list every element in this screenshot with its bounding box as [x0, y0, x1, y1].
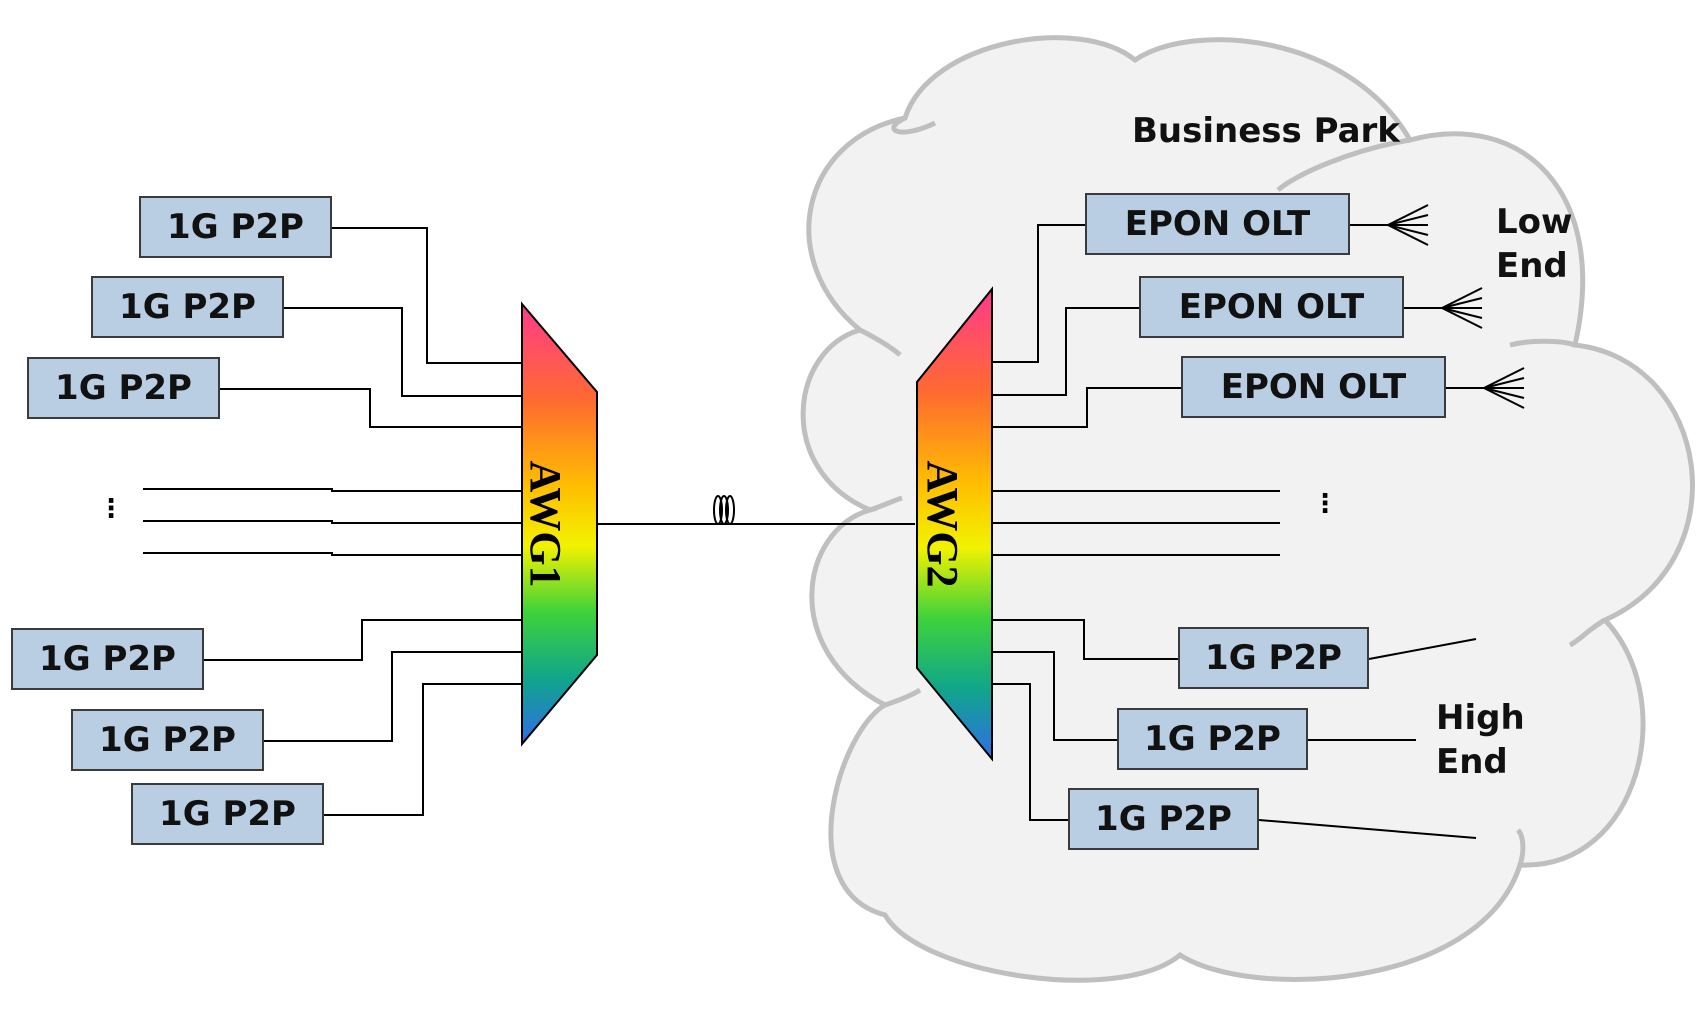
- trunk-fiber: [597, 495, 915, 525]
- high-end-label: High End: [1436, 696, 1525, 784]
- right-wires: [992, 224, 1484, 839]
- epon-olt-box-3: EPON OLT: [1181, 356, 1446, 418]
- splitter-fanout-icon: [1483, 367, 1525, 409]
- p2p-box-left-6: 1G P2P: [131, 783, 324, 845]
- splitter-fanout-icon: [1387, 204, 1429, 246]
- low-end-label: Low End: [1496, 200, 1572, 288]
- p2p-box-left-5: 1G P2P: [71, 709, 264, 771]
- p2p-box-left-3: 1G P2P: [27, 357, 220, 419]
- awg1-label: AWG1: [521, 460, 570, 587]
- right-ellipsis: ⋮: [1312, 491, 1338, 517]
- p2p-box-left-1: 1G P2P: [139, 196, 332, 258]
- low-end-line-2: End: [1496, 246, 1568, 286]
- awg1-demux: AWG1: [521, 301, 598, 747]
- p2p-box-right-2: 1G P2P: [1117, 708, 1308, 770]
- p2p-box-right-1: 1G P2P: [1178, 627, 1369, 689]
- epon-olt-box-1: EPON OLT: [1085, 193, 1350, 255]
- left-wires: [143, 227, 522, 816]
- p2p-box-left-2: 1G P2P: [91, 276, 284, 338]
- p2p-box-left-4: 1G P2P: [11, 628, 204, 690]
- cloud-title: Business Park: [1132, 111, 1400, 151]
- high-end-line-1: High: [1436, 698, 1525, 738]
- awg2-label: AWG2: [918, 460, 967, 587]
- business-park-cloud: [800, 35, 1695, 983]
- left-ellipsis: ⋮: [98, 494, 124, 524]
- splitter-fanout-icon: [1441, 287, 1483, 329]
- low-end-line-1: Low: [1496, 202, 1573, 242]
- p2p-box-right-3: 1G P2P: [1068, 788, 1259, 850]
- fiber-spool-icon: [713, 495, 723, 525]
- awg2-mux: AWG2: [916, 286, 993, 762]
- epon-olt-box-2: EPON OLT: [1139, 276, 1404, 338]
- high-end-line-2: End: [1436, 742, 1508, 782]
